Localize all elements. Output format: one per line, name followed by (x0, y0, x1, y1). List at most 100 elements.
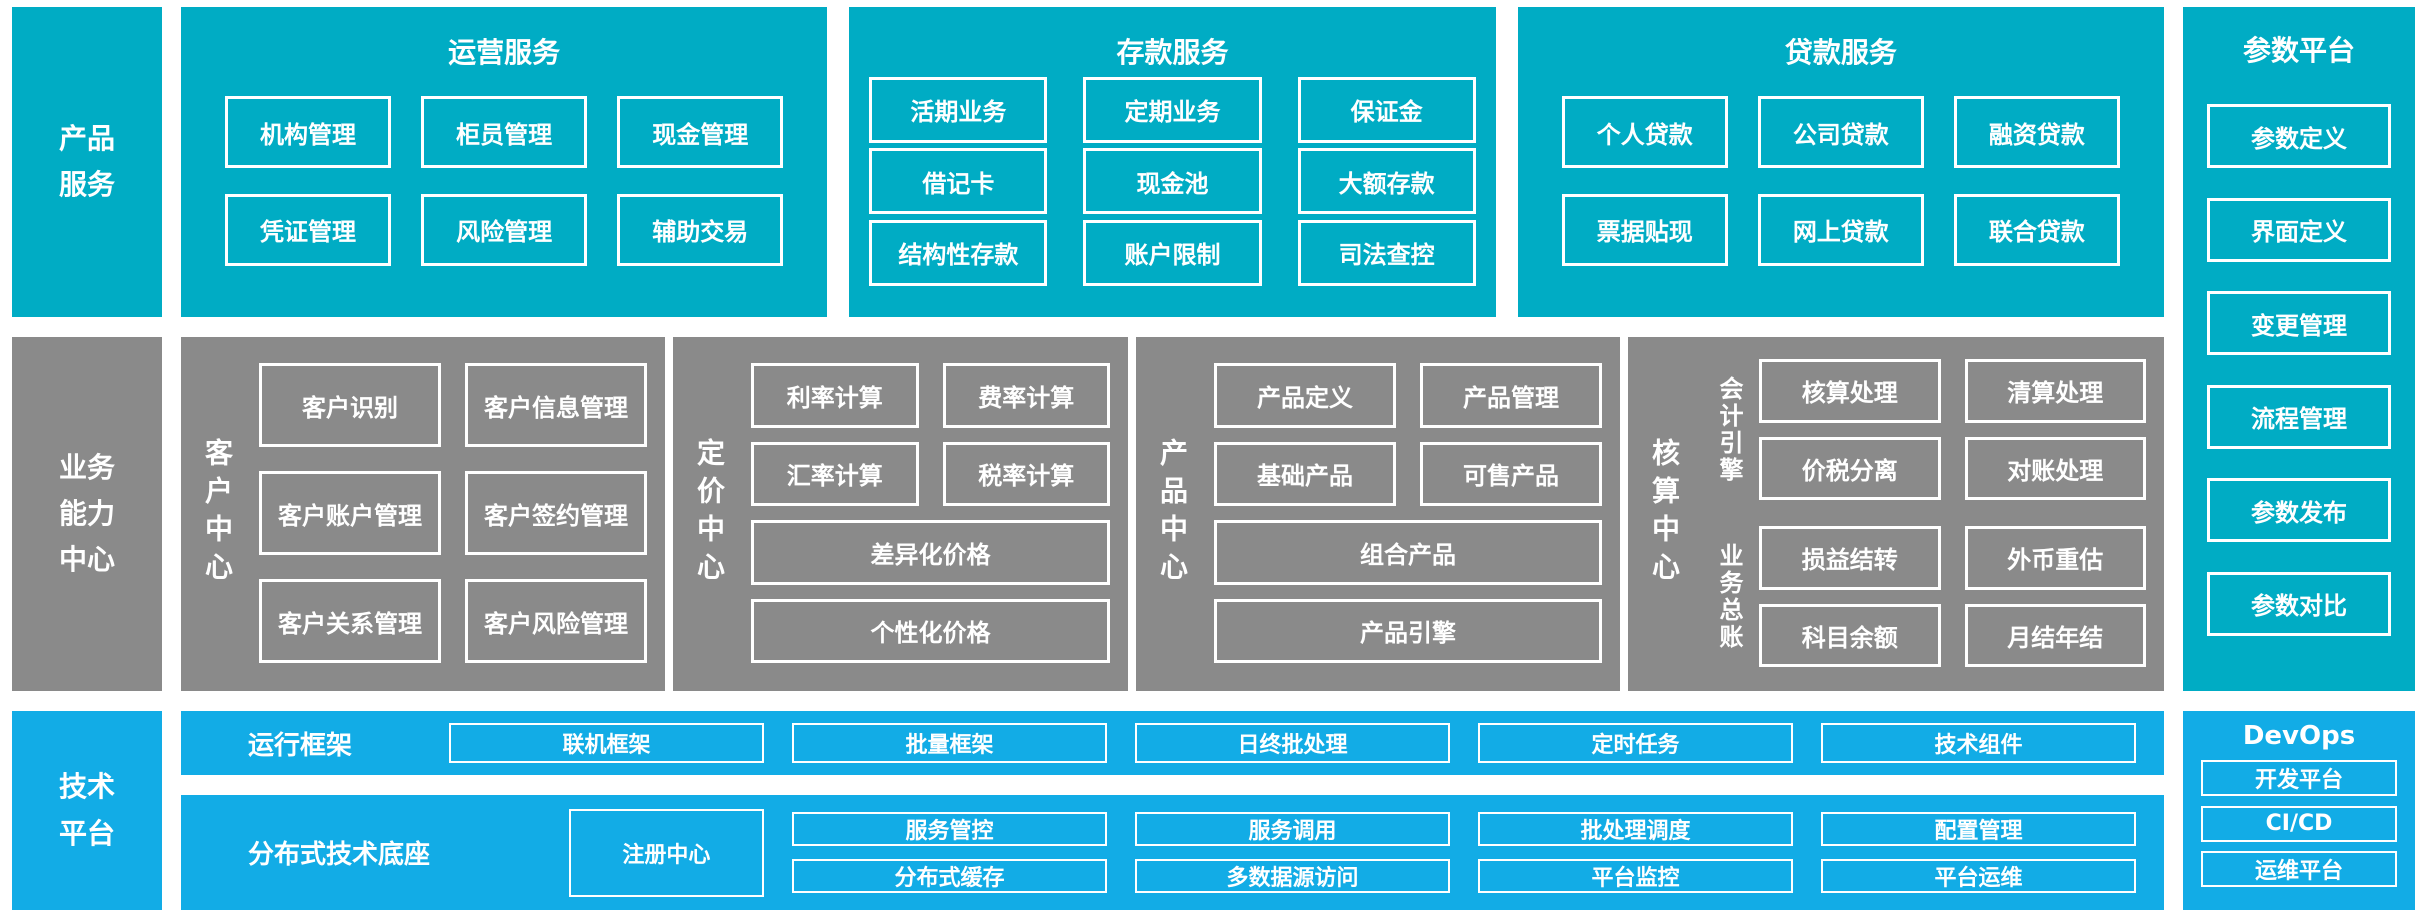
diagram-box: 保证金 (1297, 76, 1476, 143)
diagram-box: 基础产品 (1214, 441, 1396, 506)
section-grid: 活期业务 定期业务 保证金 借记卡 现金池 大额存款 结构性存款 账户限制 司法… (869, 71, 1476, 291)
center-title: 产品中心 (1156, 438, 1189, 590)
diagram-box: 产品定义 (1214, 363, 1396, 428)
diagram-box: 融资贷款 (1953, 96, 2120, 169)
section-title: 运营服务 (448, 36, 561, 69)
diagram-box: 开发平台 (2201, 760, 2397, 797)
diagram-box: 风险管理 (421, 193, 588, 266)
row-label-product-services: 产品 服务 (12, 7, 162, 317)
group-label: 会计引擎 (1715, 375, 1743, 484)
section-title: 参数平台 (2242, 34, 2355, 67)
center-customer: 客户中心 客户识别 客户信息管理 客户账户管理 客户签约管理 客户关系管理 客户… (181, 337, 665, 691)
section-devops: DevOps 开发平台 CI/CD 运维平台 (2183, 711, 2415, 910)
diagram-box: 对账处理 (1964, 436, 2146, 500)
center-accounting: 核算中心 会计引擎 核算处理 清算处理 价税分离 对账处理 业务总账 损益结转 … (1628, 337, 2164, 691)
diagram-box: 参数发布 (2207, 478, 2391, 543)
diagram-box: 票据贴现 (1561, 193, 1728, 266)
diagram-box: 联机框架 (449, 723, 764, 763)
diagram-box: 账户限制 (1083, 219, 1262, 286)
section-title: 贷款服务 (1784, 36, 1897, 69)
center-grid: 利率计算 费率计算 汇率计算 税率计算 差异化价格 个性化价格 (745, 337, 1128, 691)
diagram-box: 外币重估 (1964, 526, 2146, 590)
diagram-box: 定期业务 (1083, 76, 1262, 143)
diagram-box: 界面定义 (2207, 197, 2391, 262)
diagram-box: 多数据源访问 (1135, 859, 1450, 893)
dist-column: 服务调用 多数据源访问 (1135, 812, 1450, 893)
diagram-box: 参数对比 (2207, 571, 2391, 636)
band-distributed-base: 分布式技术底座 注册中心 服务管控 分布式缓存 服务调用 多数据源访问 批处理调… (181, 795, 2164, 910)
band-title: 运行框架 (248, 730, 353, 761)
diagram-box: 司法查控 (1297, 219, 1476, 286)
business-capability-row: 客户中心 客户识别 客户信息管理 客户账户管理 客户签约管理 客户关系管理 客户… (181, 337, 2164, 691)
diagram-box: 税率计算 (942, 441, 1110, 506)
diagram-box: 结构性存款 (869, 219, 1048, 286)
band-grid: 注册中心 服务管控 分布式缓存 服务调用 多数据源访问 批处理调度 平台监控 配… (449, 808, 2136, 897)
diagram-box: 费率计算 (942, 363, 1110, 428)
diagram-box: 流程管理 (2207, 384, 2391, 449)
diagram-box: 日终批处理 (1135, 723, 1450, 763)
group-grid: 损益结转 外币重估 科目余额 月结年结 (1759, 526, 2146, 667)
band-title: 分布式技术底座 (248, 840, 431, 870)
section-loan-services: 贷款服务 个人贷款 公司贷款 融资贷款 票据贴现 网上贷款 联合贷款 (1517, 7, 2164, 317)
diagram-box: CI/CD (2201, 805, 2397, 842)
dist-column: 服务管控 分布式缓存 (792, 812, 1107, 893)
center-title: 客户中心 (201, 438, 234, 590)
diagram-box: 变更管理 (2207, 291, 2391, 356)
diagram-box: 汇率计算 (751, 441, 919, 506)
diagram-box: 科目余额 (1759, 603, 1941, 667)
diagram-box: 定时任务 (1478, 723, 1793, 763)
technology-platform-row: 运行框架 联机框架 批量框架 日终批处理 定时任务 技术组件 分布式技术底座 注… (181, 711, 2164, 910)
diagram-box: 活期业务 (869, 76, 1048, 143)
center-title: 核算中心 (1648, 438, 1681, 590)
diagram-box: 运维平台 (2201, 850, 2397, 887)
diagram-box: 产品引擎 (1214, 598, 1602, 663)
diagram-box: 价税分离 (1759, 436, 1941, 500)
params-list: 参数定义 界面定义 变更管理 流程管理 参数发布 参数对比 (2207, 75, 2391, 665)
diagram-box: 注册中心 (568, 808, 764, 897)
row-label-business-capability-center: 业务 能力 中心 (12, 337, 162, 691)
diagram-box: 技术组件 (1821, 723, 2136, 763)
center-product: 产品中心 产品定义 产品管理 基础产品 可售产品 组合产品 产品引擎 (1136, 337, 1620, 691)
diagram-box: 参数定义 (2207, 104, 2391, 169)
diagram-box: 配置管理 (1821, 812, 2136, 846)
diagram-box: 可售产品 (1420, 441, 1602, 506)
section-grid: 机构管理 柜员管理 现金管理 凭证管理 风险管理 辅助交易 (225, 71, 784, 291)
accounting-groups: 会计引擎 核算处理 清算处理 价税分离 对账处理 业务总账 损益结转 外币重估 … (1700, 337, 2164, 691)
diagram-box: 大额存款 (1297, 148, 1476, 214)
section-operations-services: 运营服务 机构管理 柜员管理 现金管理 凭证管理 风险管理 辅助交易 (181, 7, 828, 317)
registry-cell: 注册中心 (449, 808, 764, 897)
dist-column: 配置管理 平台运维 (1821, 812, 2136, 893)
diagram-box: 月结年结 (1964, 603, 2146, 667)
diagram-box: 组合产品 (1214, 520, 1602, 585)
diagram-box: 批处理调度 (1478, 812, 1793, 846)
accounting-engine-group: 会计引擎 核算处理 清算处理 价税分离 对账处理 (1700, 359, 2146, 500)
diagram-box: 平台运维 (1821, 859, 2136, 893)
diagram-box: 客户签约管理 (465, 471, 647, 555)
section-grid: 个人贷款 公司贷款 融资贷款 票据贴现 网上贷款 联合贷款 (1561, 71, 2120, 291)
diagram-box: 现金池 (1083, 148, 1262, 214)
center-grid: 产品定义 产品管理 基础产品 可售产品 组合产品 产品引擎 (1208, 337, 1620, 691)
diagram-box: 客户风险管理 (465, 579, 647, 663)
product-services-row: 运营服务 机构管理 柜员管理 现金管理 凭证管理 风险管理 辅助交易 存款服务 … (181, 7, 2164, 317)
diagram-box: 利率计算 (751, 363, 919, 428)
center-pricing: 定价中心 利率计算 费率计算 汇率计算 税率计算 差异化价格 个性化价格 (673, 337, 1128, 691)
diagram-box: 客户关系管理 (259, 579, 441, 663)
diagram-box: 个人贷款 (1561, 96, 1728, 169)
diagram-box: 客户信息管理 (465, 363, 647, 447)
row-label-technology-platform: 技术 平台 (12, 711, 162, 910)
diagram-box: 服务调用 (1135, 812, 1450, 846)
diagram-box: 公司贷款 (1757, 96, 1924, 169)
diagram-box: 批量框架 (792, 723, 1107, 763)
diagram-box: 客户账户管理 (259, 471, 441, 555)
diagram-box: 联合贷款 (1953, 193, 2120, 266)
diagram-box: 客户识别 (259, 363, 441, 447)
diagram-box: 差异化价格 (751, 520, 1110, 585)
business-ledger-group: 业务总账 损益结转 外币重估 科目余额 月结年结 (1700, 526, 2146, 667)
group-grid: 核算处理 清算处理 价税分离 对账处理 (1759, 359, 2146, 500)
diagram-box: 服务管控 (792, 812, 1107, 846)
center-title: 定价中心 (693, 438, 726, 590)
dist-column: 批处理调度 平台监控 (1478, 812, 1793, 893)
diagram-box: 网上贷款 (1757, 193, 1924, 266)
diagram-box: 借记卡 (869, 148, 1048, 214)
